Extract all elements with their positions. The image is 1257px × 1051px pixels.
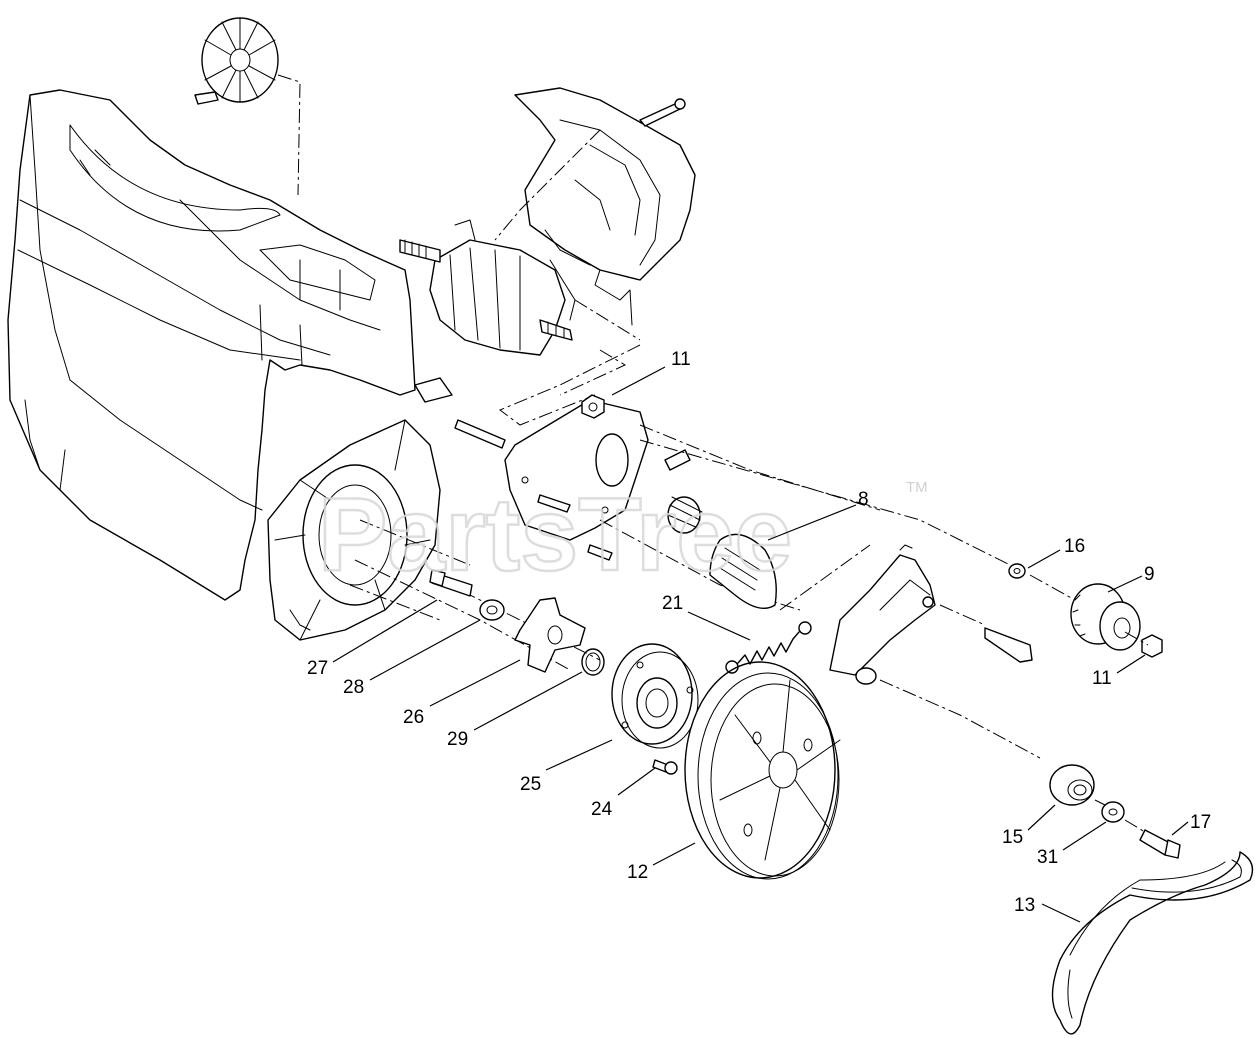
idler-arm xyxy=(829,544,936,685)
washer-31 xyxy=(1101,801,1125,823)
motor xyxy=(399,219,576,356)
gear-drive xyxy=(667,496,703,534)
nut-11-bottom xyxy=(1141,634,1163,658)
belt-8 xyxy=(709,533,777,609)
washer-28 xyxy=(479,599,505,621)
callout-28: 28 xyxy=(343,677,364,698)
motor-cover xyxy=(514,87,696,326)
callout-26: 26 xyxy=(403,707,424,728)
fan-housing xyxy=(267,419,441,641)
svg-text:PartsTree: PartsTree xyxy=(318,477,792,593)
callout-11-bottom: 11 xyxy=(1092,668,1112,689)
washer-16 xyxy=(1008,563,1026,579)
callout-31: 31 xyxy=(1037,847,1058,868)
callout-29: 29 xyxy=(447,729,468,750)
callout-24: 24 xyxy=(591,799,613,820)
drive-belt-13 xyxy=(1051,851,1254,1035)
callout-9: 9 xyxy=(1144,564,1155,585)
coupler-26 xyxy=(514,597,586,673)
drive-pulley-9 xyxy=(1070,583,1141,651)
callout-21: 21 xyxy=(662,593,683,614)
idler-bolt xyxy=(984,627,1033,663)
callout-17: 17 xyxy=(1190,812,1211,833)
bolts-cluster xyxy=(414,377,691,561)
callout-25: 25 xyxy=(520,774,541,795)
screw xyxy=(639,98,686,127)
mounting-plate xyxy=(504,399,649,541)
shaft-27 xyxy=(429,569,473,597)
spring-21 xyxy=(725,621,812,674)
bearing-15 xyxy=(1049,764,1095,806)
bearing-flange-25 xyxy=(611,643,699,749)
screw-24 xyxy=(652,759,678,775)
housing xyxy=(7,89,416,601)
nut-11-top xyxy=(581,394,605,419)
callouts: 11 8 16 9 11 21 27 28 26 29 25 24 12 15 … xyxy=(307,349,1211,923)
watermark: PartsTree TM xyxy=(317,476,928,595)
callout-12: 12 xyxy=(627,862,648,883)
callout-27: 27 xyxy=(307,658,328,679)
callout-13: 13 xyxy=(1014,895,1035,916)
callout-8: 8 xyxy=(858,489,869,510)
callout-15: 15 xyxy=(1002,827,1023,848)
svg-text:TM: TM xyxy=(906,479,928,496)
pulley-12 xyxy=(684,661,841,880)
ring-29 xyxy=(581,648,605,676)
callout-16: 16 xyxy=(1064,536,1085,557)
callout-11-top: 11 xyxy=(671,349,691,370)
bolt-17 xyxy=(1139,829,1181,859)
impeller-fan xyxy=(194,17,279,105)
